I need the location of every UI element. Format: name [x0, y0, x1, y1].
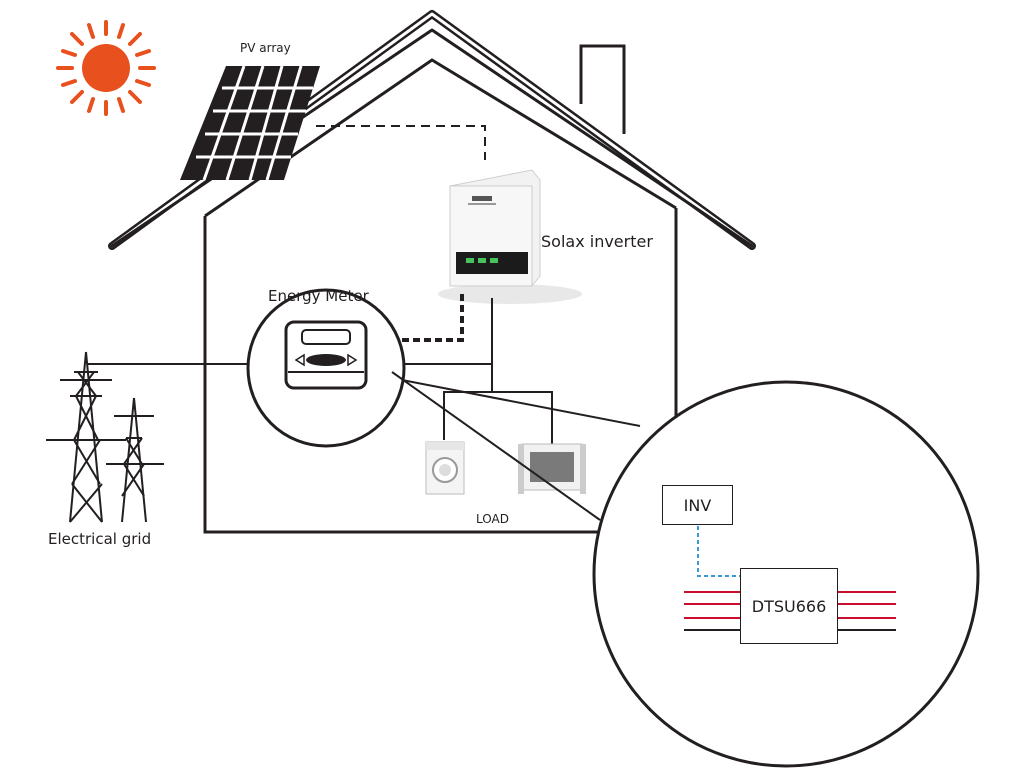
inverter-label: Solax inverter	[541, 232, 653, 251]
phase-wires	[684, 591, 896, 631]
rs485-link	[697, 526, 740, 577]
energy-meter-label: Energy Meter	[268, 287, 369, 305]
pv-panel-icon	[180, 65, 320, 181]
dtsu666-box: DTSU666	[740, 568, 838, 644]
load-wiring	[443, 364, 553, 446]
zoom-pointer	[391, 371, 641, 521]
chimney	[579, 44, 626, 134]
pv-array-label: PV array	[240, 41, 291, 55]
inverter-icon	[438, 169, 582, 304]
energy-meter-icon	[88, 288, 406, 448]
appliance-icon	[518, 443, 586, 494]
sun-icon	[56, 20, 156, 116]
washing-machine-icon	[425, 441, 465, 495]
transmission-tower-icon	[46, 351, 164, 523]
pv-dc-link	[316, 125, 486, 160]
inv-box: INV	[662, 485, 733, 525]
load-label: LOAD	[476, 512, 509, 526]
grid-label: Electrical grid	[48, 530, 152, 548]
